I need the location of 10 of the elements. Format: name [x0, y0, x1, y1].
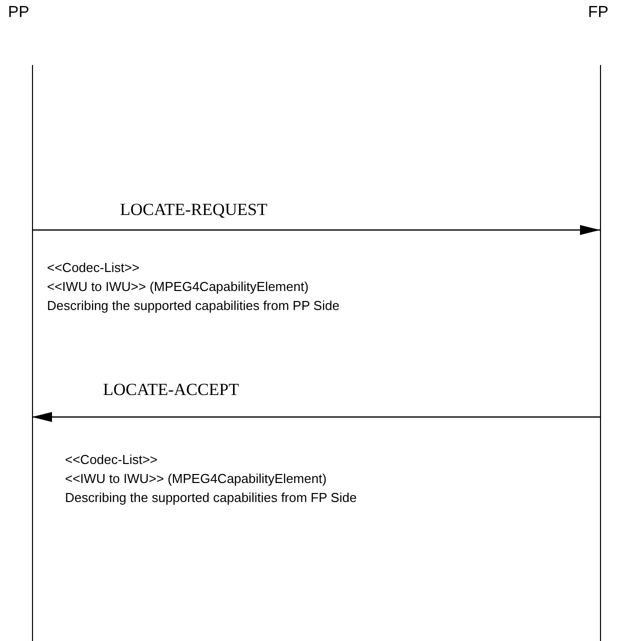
note-text: Describing the supported capabilities from PP Side: [47, 298, 340, 313]
message-label: LOCATE-ACCEPT: [103, 380, 239, 400]
note-text: <<IWU to IWU>> (MPEG4CapabilityElement): [65, 471, 327, 486]
note-text: <<IWU to IWU>> (MPEG4CapabilityElement): [47, 279, 309, 294]
message-label: LOCATE-REQUEST: [120, 200, 268, 220]
note-text: <<Codec-List>>: [65, 452, 158, 467]
participant-label: PP: [8, 4, 30, 22]
participant-label: FP: [588, 4, 608, 22]
note-text: Describing the supported capabilities from FP Side: [65, 490, 357, 505]
note-text: <<Codec-List>>: [47, 260, 140, 275]
